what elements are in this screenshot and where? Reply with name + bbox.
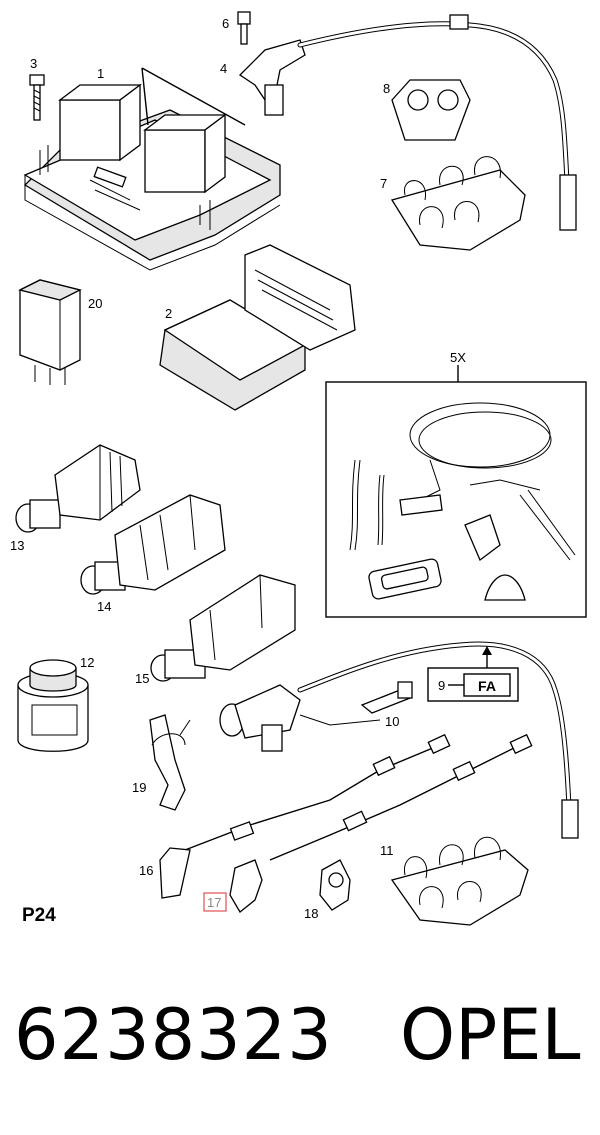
clip-11 [390, 836, 529, 926]
relay-module [23, 83, 281, 271]
relay-20 [18, 279, 82, 385]
sensor-4 [238, 14, 577, 231]
callout-4: 4 [220, 61, 227, 76]
screw-6 [237, 11, 251, 45]
page-code: P24 [22, 905, 56, 926]
screw-3 [29, 74, 45, 121]
callout-17[interactable]: 17 [207, 895, 221, 910]
callout-5x: 5X [450, 350, 466, 365]
fa-label: FA [478, 678, 496, 694]
callout-8: 8 [383, 81, 390, 96]
callout-11: 11 [380, 843, 394, 858]
callout-16: 16 [139, 863, 153, 878]
switch-15 [150, 574, 296, 682]
callout-2: 2 [165, 306, 172, 321]
clip-18 [319, 859, 351, 911]
callout-20: 20 [88, 296, 102, 311]
bracket-19 [149, 714, 191, 811]
callout-14: 14 [97, 599, 111, 614]
parts-diagram: 9 FA 1 2 3 4 5X 6 7 8 10 11 12 [10, 11, 587, 926]
svg-text:9: 9 [438, 678, 445, 693]
callout-10: 10 [385, 714, 399, 729]
callout-13: 13 [10, 538, 24, 553]
label-box-9: 9 FA [427, 646, 519, 702]
callout-1: 1 [97, 66, 104, 81]
sensor-10 [219, 641, 579, 839]
callout-19: 19 [132, 780, 146, 795]
callout-15: 15 [135, 671, 149, 686]
callout-18: 18 [304, 906, 318, 921]
leader-1 [141, 67, 246, 126]
brand-name: OPEL [400, 994, 581, 1076]
clip-8 [391, 79, 471, 141]
callout-3: 3 [30, 56, 37, 71]
callout-12: 12 [80, 655, 94, 670]
switch-13 [15, 444, 141, 533]
switch-14 [80, 494, 226, 595]
container-12 [17, 659, 89, 752]
part-number: 6238323 [14, 994, 333, 1076]
kit-box-5x [325, 381, 587, 618]
kit-5x-contents [349, 402, 576, 601]
highlight-box [203, 892, 227, 912]
callout-7: 7 [380, 176, 387, 191]
clip-7 [390, 156, 526, 251]
cables-16-17 [159, 733, 533, 913]
callout-6: 6 [222, 16, 229, 31]
control-unit-2 [159, 244, 356, 411]
